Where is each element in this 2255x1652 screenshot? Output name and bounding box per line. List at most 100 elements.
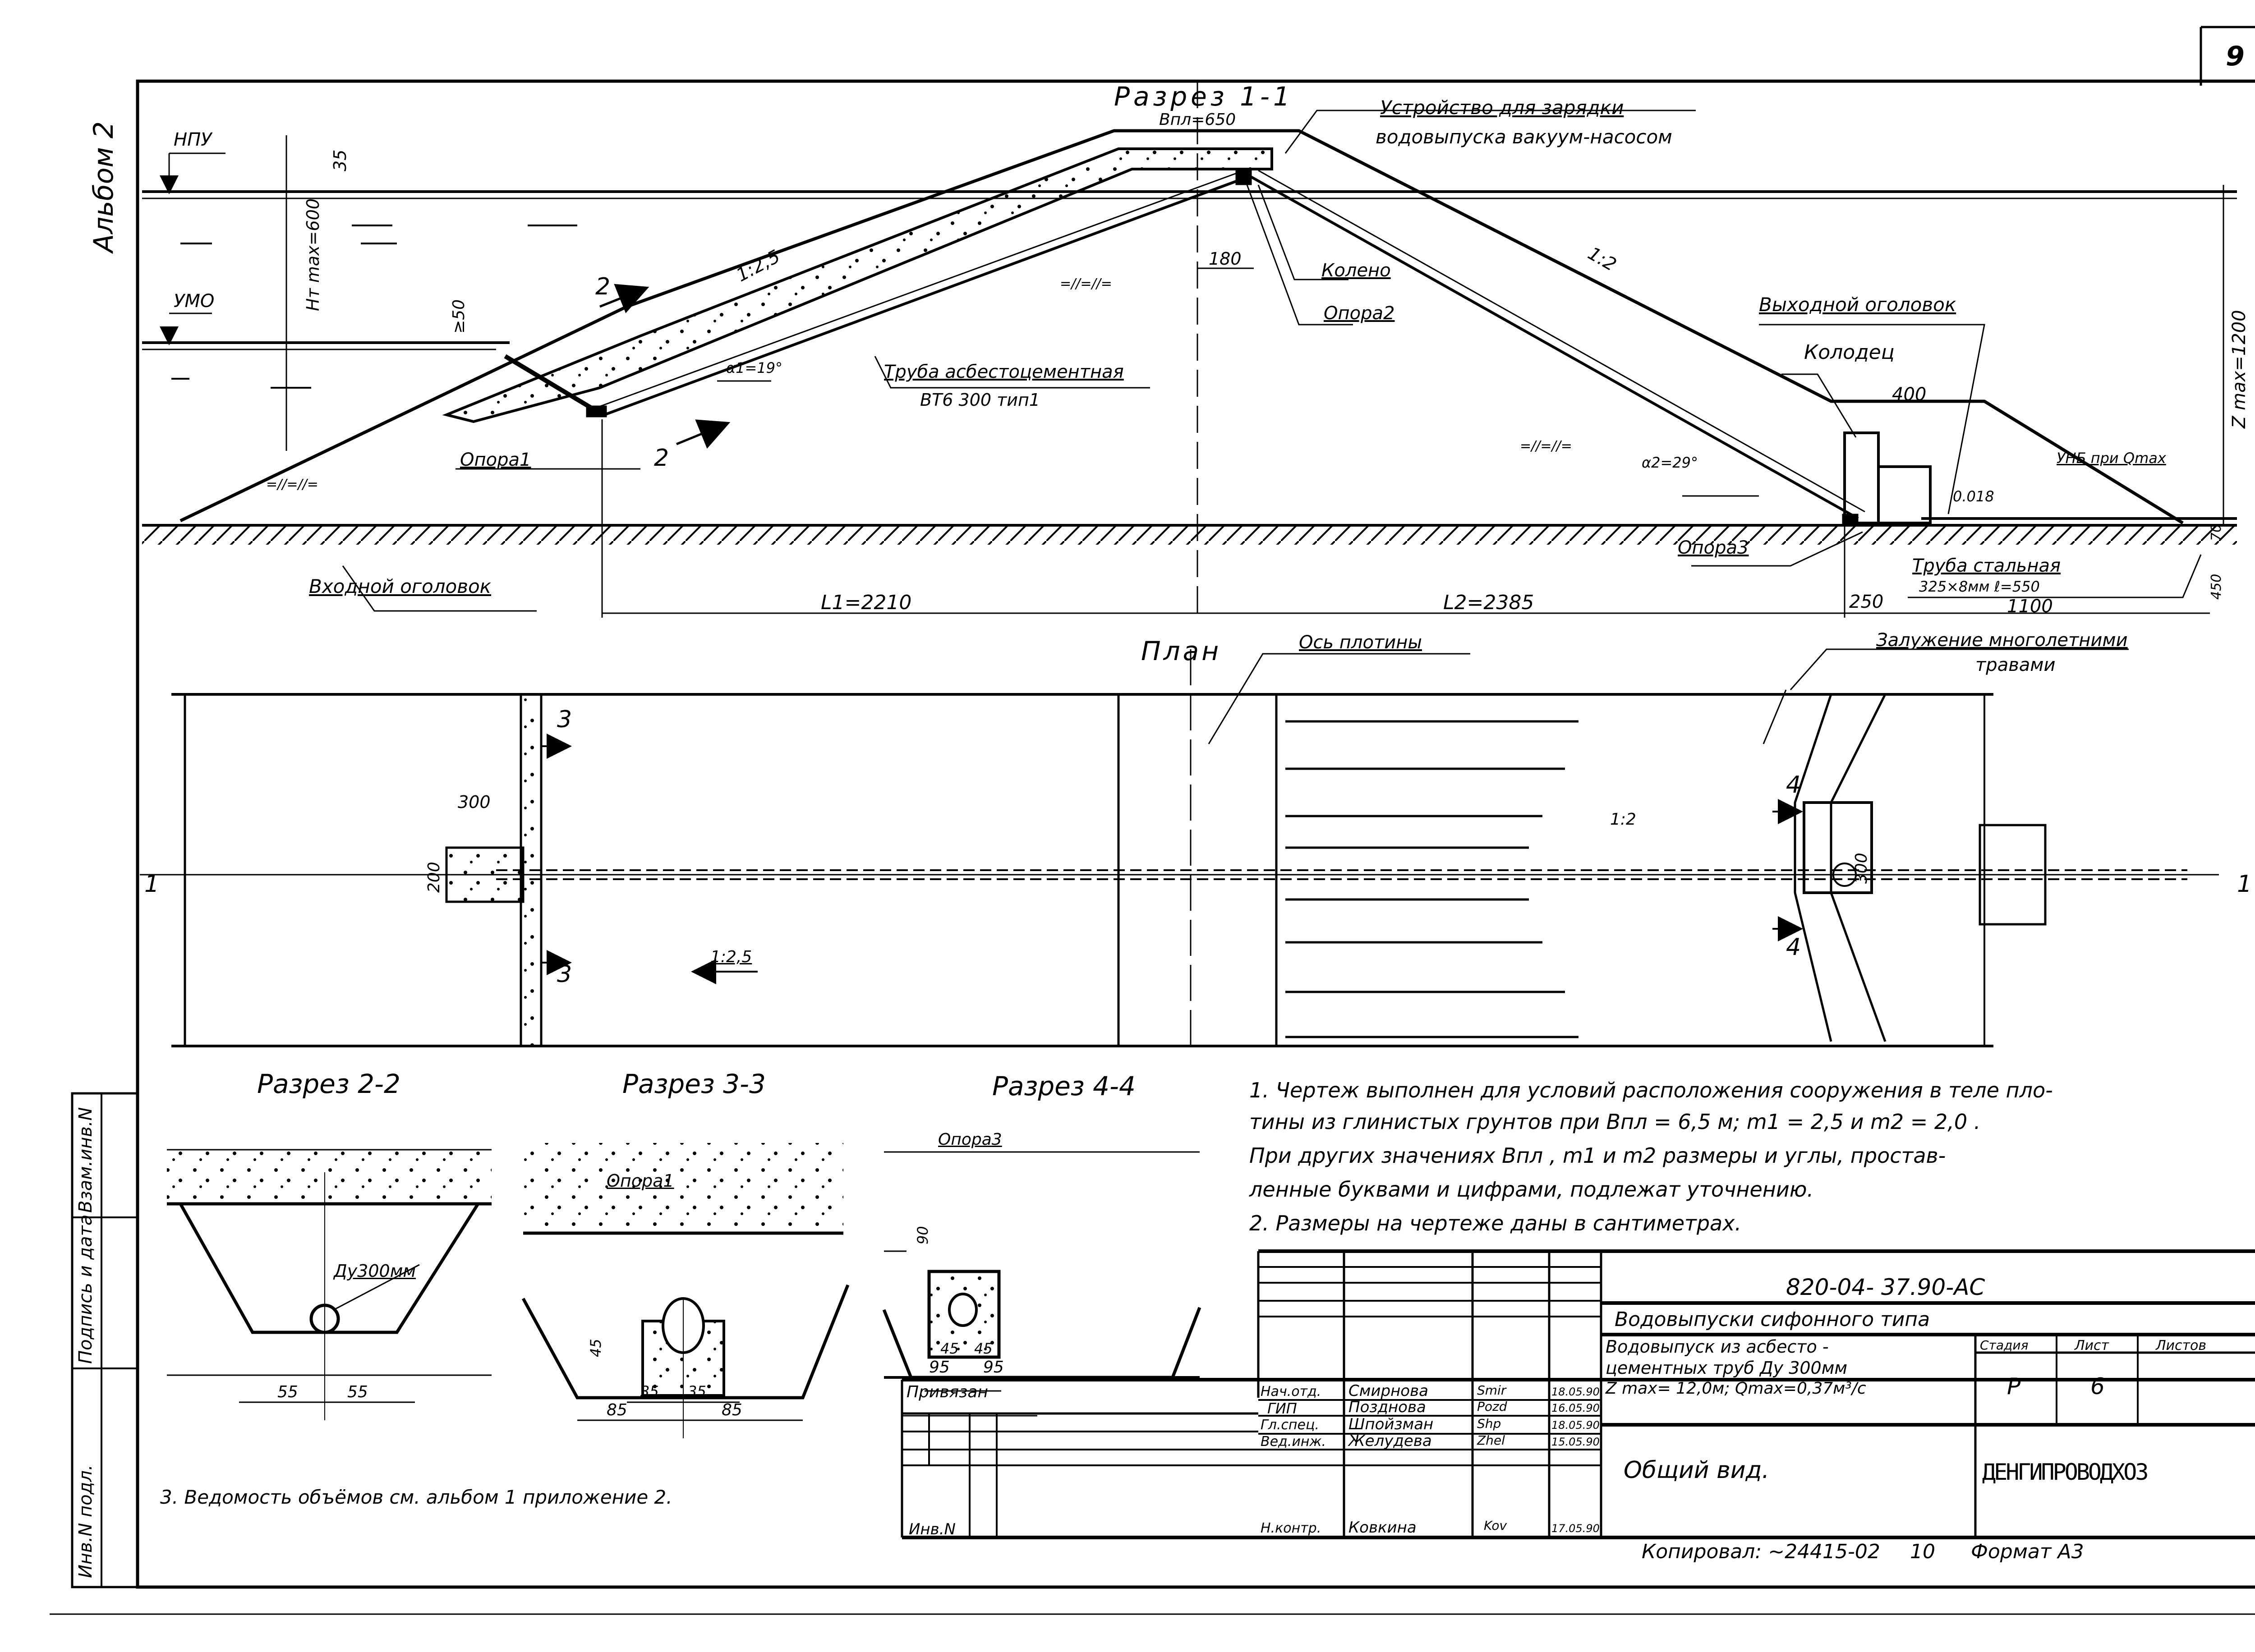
signer-name: Позднова <box>1348 1398 1426 1416</box>
section-4-4-dim-95-right: 95 <box>983 1358 1004 1377</box>
sheet-value: 6 <box>2090 1373 2105 1400</box>
note-line-2: тины из глинистых грунтов при Bпл = 6,5 … <box>1249 1110 1981 1134</box>
signer-role: Н.контр. <box>1261 1520 1321 1536</box>
section-3-3-dim-35-left: 35 <box>640 1383 659 1400</box>
signer-name: Смирнова <box>1348 1382 1428 1400</box>
section-4-4-title: Разрез 4-4 <box>992 1071 1136 1101</box>
section-3-3-dim-85-left: 85 <box>607 1401 627 1419</box>
section-4-4-dim-95-left: 95 <box>929 1358 950 1377</box>
signer-signature: Kov <box>1484 1518 1507 1533</box>
signer-date: 17.05.90 <box>1551 1522 1600 1535</box>
support-2-label: Опора2 <box>1324 303 1395 324</box>
signer-date: 15.05.90 <box>1551 1436 1600 1448</box>
section-3-3-dim-45: 45 <box>587 1339 604 1357</box>
plan-slope-downstream: 1:2 <box>1610 810 1636 829</box>
sheets-header: Листов <box>2156 1338 2207 1354</box>
section-4-4-dim-45-left: 45 <box>940 1340 959 1357</box>
section-1-1-drawing <box>142 81 2237 618</box>
signer-signature: Shp <box>1477 1416 1501 1431</box>
cut-mark-2-top: 2 <box>595 273 611 300</box>
signer-date: 16.05.90 <box>1551 1402 1600 1414</box>
note-line-3: При других значениях Bпл , m1 и m2 разме… <box>1249 1143 1946 1168</box>
section-1-1-title: Разрез 1-1 <box>1114 81 1293 112</box>
vacuum-device-label-2: водовыпуска вакуум-насосом <box>1376 126 1672 148</box>
stage-header: Стадия <box>1980 1338 2029 1353</box>
soil-hatch-crest: =//=//= <box>1060 276 1112 292</box>
dim-70: 70 <box>2209 523 2224 541</box>
side-stamp-sign: Подпись и дата <box>75 1214 96 1364</box>
pipe-label-2: ВТ6 300 тип1 <box>920 390 1040 410</box>
note-line-4: ленные буквами и цифрами, подлежат уточн… <box>1249 1177 1814 1202</box>
npu-label: НПУ <box>174 129 212 150</box>
l1-label: L1=2210 <box>821 591 912 614</box>
signer-name: Шпойзман <box>1348 1415 1434 1433</box>
section-3-3-title: Разрез 3-3 <box>622 1069 766 1099</box>
note-line-1: 1. Чертеж выполнен для условий расположе… <box>1249 1078 2053 1102</box>
h-max-label: Hт max=600 <box>303 198 323 311</box>
soil-hatch-upstream: =//=//= <box>266 477 318 492</box>
signer-name: Ковкина <box>1348 1519 1417 1537</box>
plan-dim-300: 300 <box>458 792 491 812</box>
dim-250: 250 <box>1849 592 1884 612</box>
section-2-2-dim-right: 55 <box>347 1383 368 1401</box>
sheet-header: Лист <box>2075 1338 2109 1354</box>
plan-dim-300-well: 300 <box>1852 853 1871 884</box>
l2-label: L2=2385 <box>1443 591 1534 614</box>
unb-label: УНБ при Qmax <box>2057 450 2166 467</box>
cut-mark-3-top: 3 <box>557 706 572 733</box>
format-label: Формат А3 <box>1971 1540 2084 1563</box>
z-max-label: Z max=1200 <box>2229 310 2250 428</box>
dim-450: 450 <box>2209 574 2224 600</box>
note-line-6: 3. Ведомость объёмов см. альбом 1 прилож… <box>160 1486 672 1508</box>
album-label: Альбом 2 <box>88 121 120 252</box>
steel-pipe-label-2: 325×8мм ℓ=550 <box>1919 578 2040 595</box>
cut-mark-1-right: 1 <box>2237 871 2252 898</box>
well-label: Колодец <box>1804 341 1895 364</box>
soil-hatch-downstream: =//=//= <box>1520 438 1572 454</box>
inv-n-label: Инв.N <box>909 1520 956 1538</box>
doc-code: 820-04- 37.90-АС <box>1786 1274 1985 1300</box>
crest-width-label: Bпл=650 <box>1159 110 1236 129</box>
support-1-label: Опора1 <box>460 450 531 470</box>
sheet-title-line-3: Z max= 12,0м; Qmax=0,37м³/с <box>1606 1379 1866 1398</box>
dam-axis-label: Ось плотины <box>1299 632 1422 653</box>
copied-by: Копировал: ~24415-02 <box>1642 1540 1880 1563</box>
sheet-title-line-1: Водовыпуск из асбесто - <box>1606 1337 1829 1357</box>
plan-title: План <box>1141 636 1222 666</box>
dim-180: 180 <box>1209 249 1242 269</box>
section-3-3-support: Опора1 <box>607 1171 674 1191</box>
view-name: Общий вид. <box>1624 1457 1770 1484</box>
plan-slope-upstream: 1:2,5 <box>710 948 752 966</box>
privyazan-label: Привязан <box>907 1383 988 1401</box>
section-2-2-dim-left: 55 <box>277 1383 298 1401</box>
dim-35: 35 <box>330 149 350 171</box>
side-stamp-replace: Взам.инв.N <box>75 1107 96 1213</box>
section-3-3-dim-35-right: 35 <box>688 1383 706 1400</box>
inlet-head-label: Входной оголовок <box>309 575 492 597</box>
umo-label: УМО <box>174 291 215 312</box>
steel-pipe-label: Труба стальная <box>1912 555 2061 576</box>
grassing-label: Залужение многолетними <box>1876 630 2128 651</box>
signer-role: Нач.отд. <box>1261 1384 1321 1400</box>
dim-ge50: ≥50 <box>450 299 468 334</box>
signer-signature: Zhel <box>1477 1433 1505 1448</box>
signer-role: Гл.спец. <box>1261 1417 1319 1433</box>
elbow-label: Колено <box>1321 260 1391 281</box>
organization: ДЕНГИПРОВОДХОЗ <box>1982 1459 2149 1485</box>
page-number: 9 <box>2226 41 2245 72</box>
series-title: Водовыпуски сифонного типа <box>1615 1308 1930 1331</box>
stage-value: Р <box>2007 1373 2021 1400</box>
section-2-2-drawing <box>167 1149 492 1420</box>
sheet-frame <box>50 26 2255 1615</box>
section-4-4-support: Опора3 <box>938 1130 1002 1149</box>
cut-mark-2-bottom: 2 <box>654 445 669 472</box>
signer-role: ГИП <box>1267 1400 1297 1417</box>
pipe-label: Труба асбестоцементная <box>884 362 1124 382</box>
vacuum-device-label: Устройство для зарядки <box>1380 96 1624 119</box>
note-line-5: 2. Размеры на чертеже даны в сантиметрах… <box>1249 1211 1742 1235</box>
support-3-label: Опора3 <box>1678 537 1749 558</box>
grassing-label-2: травами <box>1975 655 2056 675</box>
section-4-4-drawing <box>882 1151 1201 1417</box>
signer-signature: Pozd <box>1477 1399 1507 1414</box>
